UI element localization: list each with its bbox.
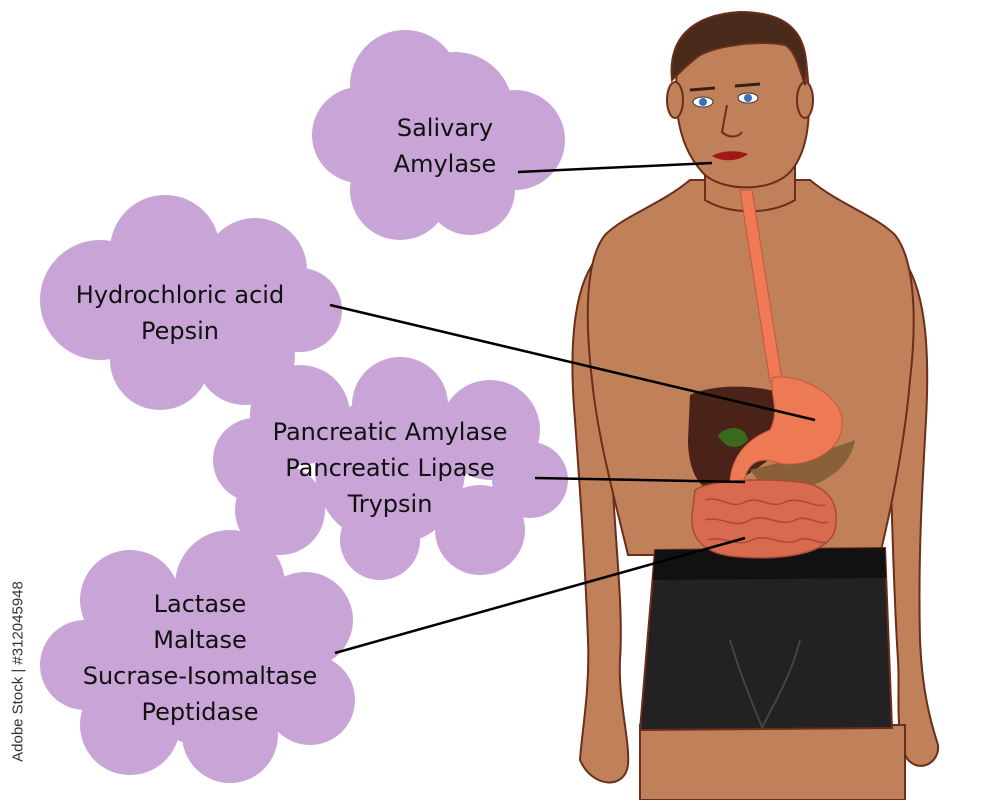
- human-figure: [571, 10, 940, 801]
- label-stomach-line-1: Hydrochloric acid: [75, 281, 285, 309]
- label-pancreas-line-3: Trypsin: [347, 490, 433, 518]
- pointer-stomach: [329, 303, 816, 422]
- pointer-small-intestine: [334, 536, 746, 655]
- pointer-lines: [329, 161, 816, 655]
- label-mouth-line-2: Amylase: [393, 150, 497, 178]
- label-pancreas: Pancreatic Amylase Pancreatic Lipase Try…: [240, 414, 540, 522]
- pointer-mouth: [517, 161, 713, 174]
- face: [689, 82, 761, 161]
- mouth-lips: [712, 151, 748, 161]
- waistband: [653, 548, 886, 580]
- cloud-mouth: [312, 30, 565, 240]
- right-arm: [571, 252, 630, 784]
- label-small-intestine-line-2: Maltase: [153, 626, 247, 654]
- cloud-pancreas: [213, 357, 568, 580]
- legs: [639, 724, 906, 801]
- label-stomach-line-2: Pepsin: [141, 317, 219, 345]
- label-small-intestine-line-3: Sucrase-Isomaltase: [82, 662, 318, 690]
- right-iris: [699, 98, 707, 106]
- stomach: [729, 376, 843, 491]
- shorts-seam: [729, 639, 801, 729]
- pointer-pancreas: [534, 476, 746, 484]
- label-small-intestine: Lactase Maltase Sucrase-Isomaltase Pepti…: [60, 586, 340, 730]
- hair: [670, 10, 808, 86]
- label-stomach: Hydrochloric acid Pepsin: [50, 277, 310, 349]
- left-ear: [796, 81, 814, 119]
- left-iris: [744, 94, 752, 102]
- right-ear: [666, 81, 684, 119]
- nose: [720, 104, 743, 138]
- cloud-small-intestine: [40, 530, 355, 783]
- cloud-stomach: [40, 195, 342, 410]
- label-pancreas-line-2: Pancreatic Lipase: [285, 454, 495, 482]
- label-mouth: Salivary Amylase: [345, 110, 545, 182]
- label-mouth-line-1: Salivary: [396, 114, 494, 142]
- label-pancreas-line-1: Pancreatic Amylase: [272, 418, 508, 446]
- small-intestine: [691, 479, 837, 559]
- stock-id-text: Adobe Stock | #312045948: [9, 581, 27, 762]
- gallbladder: [718, 428, 748, 447]
- label-small-intestine-line-4: Peptidase: [141, 698, 259, 726]
- eyebrows: [689, 82, 761, 92]
- label-small-intestine-line-1: Lactase: [153, 590, 247, 618]
